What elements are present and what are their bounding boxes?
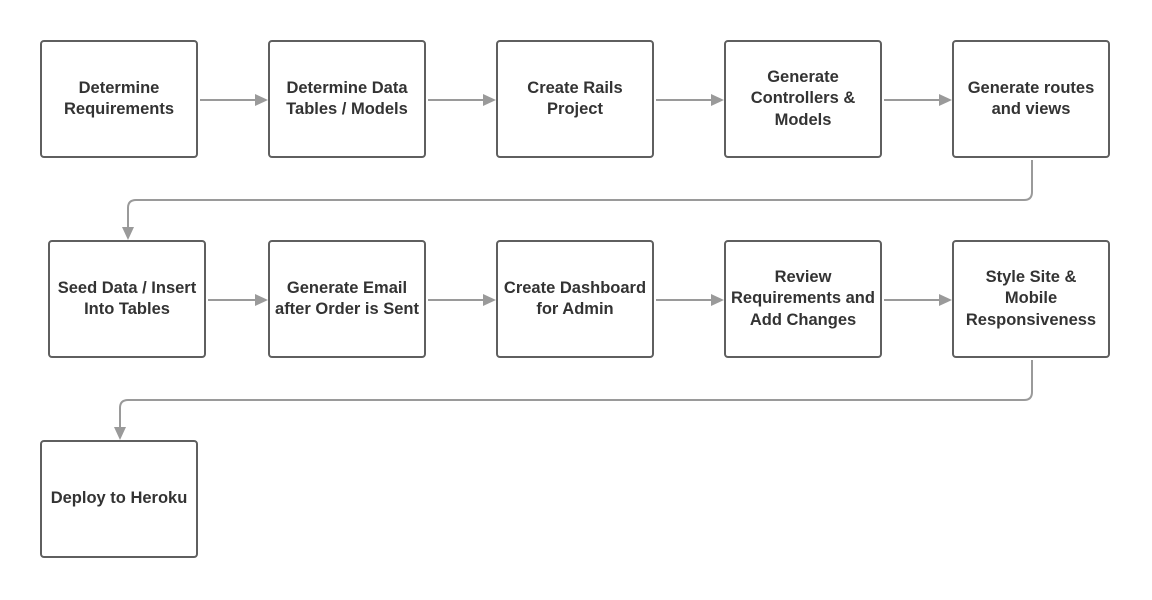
step-label: Seed Data / Insert Into Tables [57, 278, 197, 319]
arrow-step5-to-step6 [122, 160, 1033, 240]
step-label: Generate Email after Order is Sent [275, 278, 419, 319]
step-seed-data: Seed Data / Insert Into Tables [48, 240, 206, 358]
step-review-requirements: Review Requirements and Add Changes [724, 240, 882, 358]
arrow-step3-to-step4 [656, 94, 724, 106]
step-label: Create Dashboard for Admin [503, 278, 647, 319]
arrow-step7-to-step8 [428, 294, 496, 306]
step-generate-routes-views: Generate routes and views [952, 40, 1110, 158]
step-style-site: Style Site & Mobile Responsiveness [952, 240, 1110, 358]
arrow-step4-to-step5 [884, 94, 952, 106]
step-label: Review Requirements and Add Changes [731, 267, 875, 329]
step-deploy-to-heroku: Deploy to Heroku [40, 440, 198, 558]
step-generate-controllers-models: Generate Controllers & Models [724, 40, 882, 158]
step-label: Deploy to Heroku [50, 489, 188, 508]
arrow-step9-to-step10 [884, 294, 952, 306]
arrow-step10-to-step11 [114, 360, 1033, 440]
arrow-step8-to-step9 [656, 294, 724, 306]
step-generate-email: Generate Email after Order is Sent [268, 240, 426, 358]
step-label: Determine Requirements [63, 78, 175, 119]
step-determine-data-tables-models: Determine Data Tables / Models [268, 40, 426, 158]
step-label: Determine Data Tables / Models [286, 78, 408, 119]
step-label: Style Site & Mobile Responsiveness [965, 267, 1097, 329]
step-create-dashboard: Create Dashboard for Admin [496, 240, 654, 358]
step-create-rails-project: Create Rails Project [496, 40, 654, 158]
step-label: Generate routes and views [967, 78, 1095, 119]
arrow-step2-to-step3 [428, 94, 496, 106]
step-label: Generate Controllers & Models [750, 67, 856, 129]
arrow-step1-to-step2 [200, 94, 268, 106]
arrow-step6-to-step7 [208, 294, 268, 306]
step-label: Create Rails Project [527, 78, 623, 119]
step-determine-requirements: Determine Requirements [40, 40, 198, 158]
